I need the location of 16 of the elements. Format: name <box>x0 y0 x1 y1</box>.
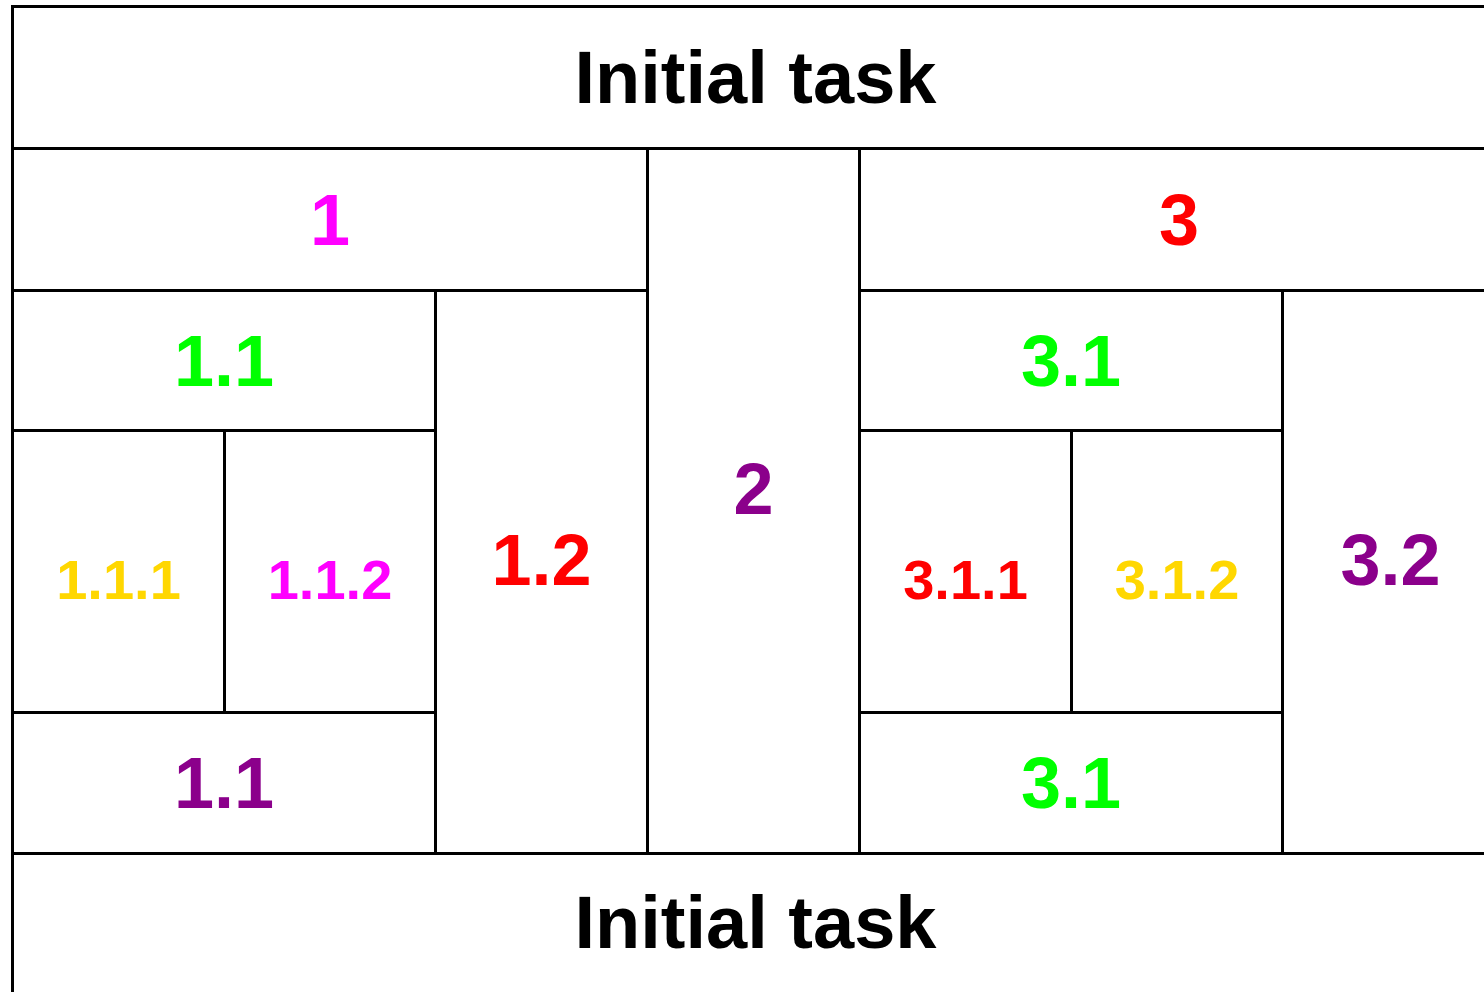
cell-label: 1.1.1 <box>56 551 181 608</box>
cell-label: 1.1.2 <box>267 551 393 608</box>
cell-label: 3.1.2 <box>1114 551 1240 608</box>
cell-label: Initial task <box>574 886 937 960</box>
cell-label: 3.1.1 <box>903 551 1028 608</box>
cell-label: 3.1 <box>1020 324 1122 397</box>
cell-label: 1 <box>309 183 350 256</box>
cell-label: 3.2 <box>1340 524 1441 596</box>
cell-label: 3 <box>1158 183 1199 256</box>
cell-label: 2 <box>733 453 774 525</box>
cell-label: 1.1 <box>173 324 275 397</box>
cell-label: 1.1 <box>173 747 275 819</box>
cell-label: 1.2 <box>491 524 592 596</box>
cell-box <box>11 5 1484 150</box>
cell-label: Initial task <box>574 40 937 115</box>
cell-label: 3.1 <box>1020 747 1122 819</box>
